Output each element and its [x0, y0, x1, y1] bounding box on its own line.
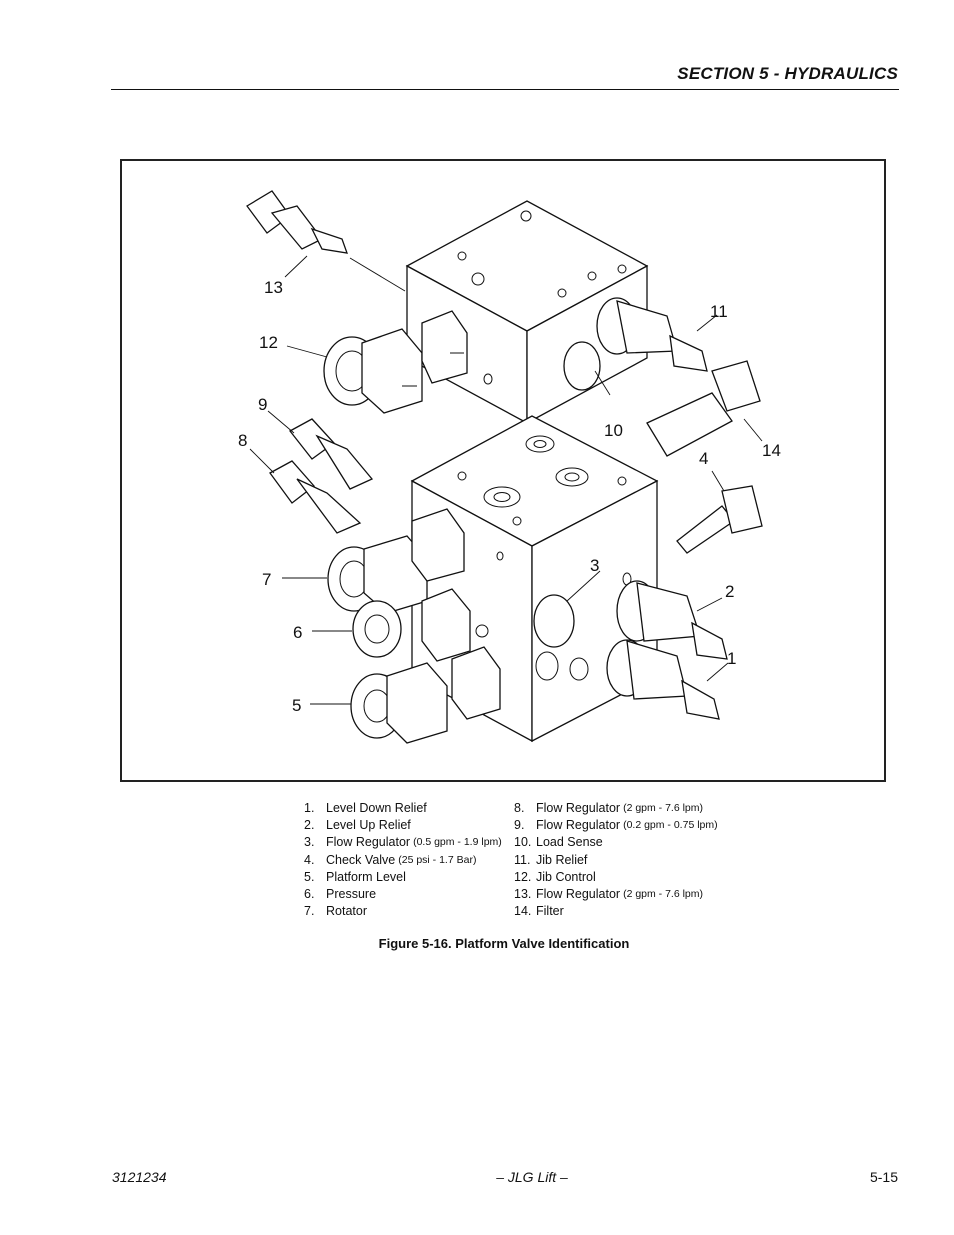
legend-item-number: 4. — [304, 852, 315, 867]
flow-regulator-9 — [289, 418, 374, 490]
legend-item-number: 6. — [304, 887, 315, 902]
page-number: 5-15 — [869, 1169, 898, 1185]
flow-regulator-3 — [533, 594, 575, 648]
legend-item: 6. Pressure — [304, 886, 502, 903]
legend-item-number: 11. — [514, 852, 531, 867]
legend-item-name: Load Sense — [536, 835, 603, 850]
legend-item-name: Flow Regulator — [326, 835, 411, 850]
callout-3: 3 — [590, 556, 599, 575]
jib-control-solenoid — [323, 310, 468, 414]
level-down-relief — [606, 639, 720, 720]
legend-item: 2. Level Up Relief — [304, 817, 502, 834]
callout-6: 6 — [293, 623, 302, 642]
legend-item: 12. Jib Control — [514, 869, 718, 886]
legend-item: 10. Load Sense — [514, 834, 718, 851]
legend-item: 11. Jib Relief — [514, 852, 718, 869]
legend-item-name: Level Up Relief — [326, 818, 411, 833]
legend-item: 5. Platform Level — [304, 869, 502, 886]
legend-item: 1. Level Down Relief — [304, 800, 502, 817]
filter — [646, 360, 761, 457]
legend-item: 8. Flow Regulator(2 gpm - 7.6 lpm) — [514, 800, 718, 817]
callout-7: 7 — [262, 570, 271, 589]
legend-item-name: Level Down Relief — [326, 801, 427, 815]
header-rule — [111, 89, 899, 90]
legend-item: 7. Rotator — [304, 903, 502, 920]
legend-item-name: Flow Regulator — [536, 887, 621, 902]
callout-2: 2 — [725, 582, 734, 601]
legend-item: 14. Filter — [514, 903, 718, 920]
callout-1: 1 — [727, 649, 736, 668]
doc-number: 3121234 — [112, 1169, 167, 1185]
check-valve — [676, 485, 763, 554]
callout-9: 9 — [258, 395, 267, 414]
callout-8: 8 — [238, 431, 247, 450]
legend-item-name: Flow Regulator — [536, 801, 621, 815]
legend-item-name: Filter — [536, 904, 564, 919]
section-title: SECTION 5 - HYDRAULICS — [677, 64, 898, 83]
legend-left-column: 1. Level Down Relief 2. Level Up Relief 3. Fl… — [304, 800, 502, 920]
load-sense — [563, 341, 601, 391]
legend-item-spec: (2 gpm - 7.6 lpm) — [623, 802, 704, 814]
callout-10: 10 — [604, 421, 623, 440]
legend-item-number: 5. — [304, 869, 315, 884]
legend-item-number: 13. — [514, 887, 532, 902]
legend-item-number: 9. — [514, 818, 525, 833]
legend-item-name: Check Valve — [326, 852, 396, 867]
legend-item: 3. Flow Regulator(0.5 gpm - 1.9 lpm) — [304, 834, 502, 851]
legend-item: 13. Flow Regulator(2 gpm - 7.6 lpm) — [514, 886, 718, 903]
level-up-relief — [616, 580, 728, 660]
legend-item-number: 12. — [514, 869, 532, 884]
flow-regulator-13 — [246, 190, 348, 254]
legend-item-number: 8. — [514, 801, 525, 815]
callout-5: 5 — [292, 696, 301, 715]
callout-11: 11 — [710, 302, 728, 321]
callout-14: 14 — [762, 441, 781, 460]
figure-caption: Figure 5-16. Platform Valve Identificati… — [378, 936, 630, 951]
legend-item-spec: (0.2 gpm - 0.75 lpm) — [623, 819, 718, 832]
legend-item-number: 10. — [514, 835, 532, 850]
legend-item-number: 2. — [304, 818, 315, 833]
platform-level-solenoid — [350, 646, 501, 744]
legend-item-spec: (2 gpm - 7.6 lpm) — [623, 888, 704, 901]
legend-item-spec: (25 psi - 1.7 Bar) — [398, 853, 477, 866]
legend-right-column: 8.Flow Regulator(2 gpm - 7.6 lpm)9.Flow … — [514, 800, 718, 920]
callout-4: 4 — [699, 449, 708, 468]
legend-item-number: 1. — [304, 801, 315, 815]
flow-regulator-8 — [269, 460, 362, 534]
legend-item-name: Jib Relief — [536, 852, 588, 867]
legend-item-name: Jib Control — [536, 869, 596, 884]
legend-item: 4. Check Valve(25 psi - 1.7 Bar) — [304, 852, 502, 869]
callout-13: 13 — [264, 278, 283, 297]
legend-item-number: 3. — [304, 835, 315, 850]
valve-illustration: 1 2 3 4 5 6 7 8 9 10 11 12 13 14 — [238, 190, 781, 744]
pressure-solenoid — [352, 588, 489, 662]
legend-item-name: Rotator — [326, 904, 367, 919]
callout-12: 12 — [259, 333, 278, 352]
jib-relief — [596, 297, 708, 372]
legend-item-spec: (0.5 gpm - 1.9 lpm) — [413, 836, 502, 849]
legend-item-number: 14. — [514, 904, 532, 919]
legend-item-name: Pressure — [326, 887, 377, 902]
legend-item-number: 7. — [304, 904, 315, 919]
legend-item-name: Flow Regulator — [536, 818, 621, 833]
brand-footer: – JLG Lift – — [496, 1169, 568, 1185]
rotator-solenoid — [327, 508, 465, 614]
legend-item-name: Platform Level — [326, 869, 406, 884]
figure-frame: 1 2 3 4 5 6 7 8 9 10 11 12 13 14 — [120, 159, 886, 782]
legend-item: 9. Flow Regulator(0.2 gpm - 0.75 lpm) — [514, 817, 718, 834]
